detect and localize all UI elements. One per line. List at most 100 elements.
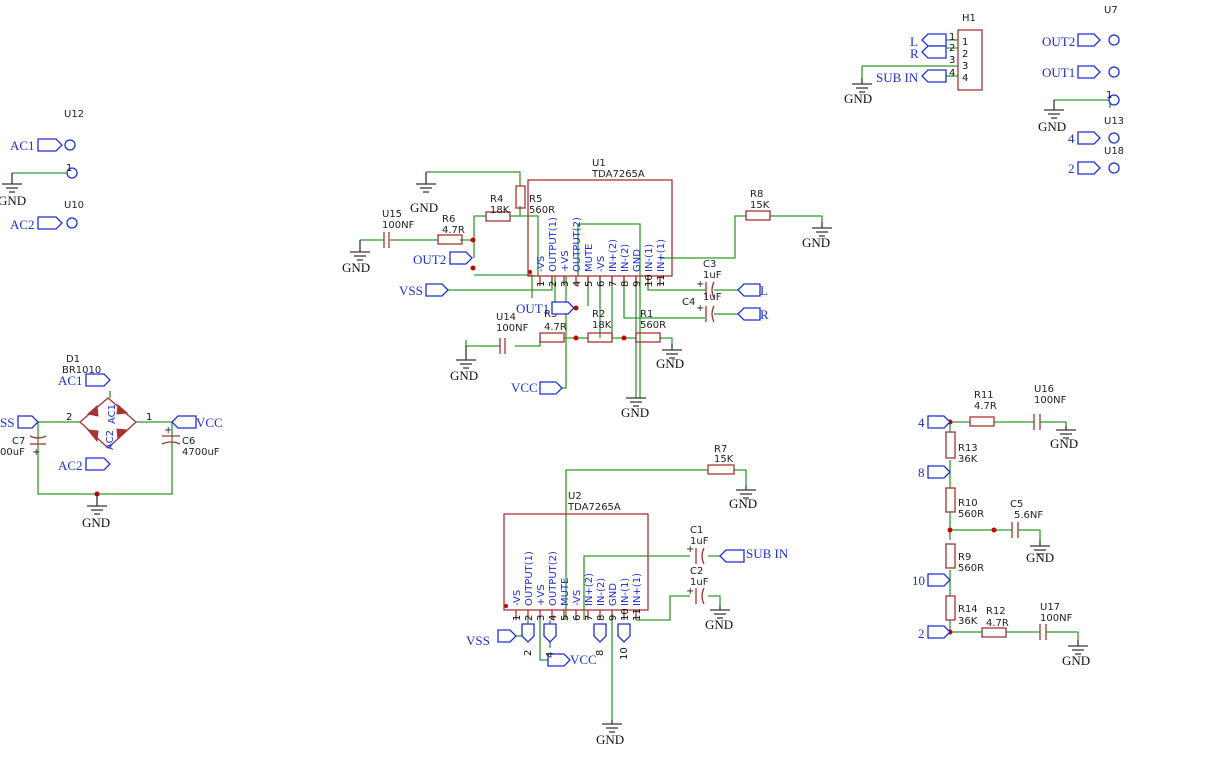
capacitor-u14[interactable]: U14 100NF xyxy=(496,312,529,354)
resistor-r5[interactable]: R5 560R xyxy=(515,185,555,216)
resistor-r4[interactable]: R4 18K xyxy=(485,194,511,222)
resistor-r11[interactable]: R11 4.7R xyxy=(969,390,997,427)
net-4-u13: 4 xyxy=(1068,131,1075,146)
port-vss-left[interactable]: SS xyxy=(0,415,39,430)
bridge-rectifier-d1[interactable]: D1 BR1010 AC1 AC2 2 1 xyxy=(62,354,152,450)
r1-ref: R1 xyxy=(640,309,653,320)
net-ac1-d1: AC1 xyxy=(58,373,83,388)
port-ac2-d1[interactable]: AC2 xyxy=(58,457,111,473)
capacitor-c3[interactable]: + C3 1uF xyxy=(696,259,722,299)
ic-u1[interactable]: U1 TDA7265A -VS1OUTPUT(1)2+VS3OUTPUT(2)4… xyxy=(527,158,673,287)
gnd-u7: GND xyxy=(1038,100,1066,134)
port-out1-u1[interactable]: OUT1 xyxy=(516,301,575,316)
resistor-r13[interactable]: R13 36K xyxy=(945,431,978,465)
net-vcc-d1: VCC xyxy=(196,415,223,430)
port-4-u13[interactable]: 4 U13 xyxy=(1068,116,1124,146)
h1-num-1: 1 xyxy=(949,32,955,43)
u12-ref: U12 xyxy=(64,109,84,120)
u1-pins-pin-num-9: 9 xyxy=(632,281,643,287)
capacitor-c4[interactable]: + C4 1uF xyxy=(682,292,722,323)
port-sub-in-c1[interactable]: SUB IN xyxy=(719,546,789,563)
resistor-r3[interactable]: R3 4.7R xyxy=(539,309,567,343)
port-out2-u1[interactable]: OUT2 xyxy=(413,251,473,267)
capacitor-c7[interactable]: + C7 00uF xyxy=(0,435,47,458)
u14-value: 100NF xyxy=(496,323,529,334)
port-ac1-d1[interactable]: AC1 xyxy=(58,373,111,388)
gnd-label: GND xyxy=(705,617,733,632)
port-vcc-d1[interactable]: VCC xyxy=(171,415,223,430)
gnd-u1: GND xyxy=(621,397,649,420)
u1-pins-pin-name-9: GND xyxy=(632,249,643,272)
resistor-r12[interactable]: R12 4.7R xyxy=(981,606,1009,638)
u1-pins-pin-name-2: OUTPUT(1) xyxy=(548,217,559,272)
port-out2-u7[interactable]: OUT2 U7 xyxy=(1042,5,1120,49)
capacitor-u16[interactable]: U16 100NF xyxy=(1033,384,1067,430)
gnd-r7: GND xyxy=(729,486,757,511)
ic-u2[interactable]: U2 TDA7265A -VS1OUTPUT(1)2+VS3OUTPUT(2)4… xyxy=(503,491,649,621)
c6-plus: + xyxy=(164,425,172,436)
port-vss-u1[interactable]: VSS xyxy=(399,283,449,298)
port-ac2-u10[interactable]: AC2 U10 xyxy=(10,200,84,232)
net-l-h1: L xyxy=(910,34,918,49)
r6-value: 4.7R xyxy=(442,225,465,236)
port-vss-u2[interactable]: VSS xyxy=(466,629,517,648)
c2-ref: C2 xyxy=(690,566,703,577)
port-u12-pin1[interactable]: 1 xyxy=(66,163,78,179)
resistor-r1[interactable]: R1 560R xyxy=(635,309,666,343)
port-4-right[interactable]: 4 xyxy=(918,415,951,430)
capacitor-c6[interactable]: + C6 4700uF xyxy=(161,425,220,458)
port-l-h1[interactable]: L xyxy=(910,33,947,49)
capacitor-u17[interactable]: U17 100NF xyxy=(1039,602,1073,640)
port-l[interactable]: L xyxy=(737,283,768,298)
resistor-r8[interactable]: R8 15K xyxy=(745,189,771,221)
resistor-r6[interactable]: R6 4.7R xyxy=(437,214,465,245)
u1-pin-group: -VS1OUTPUT(1)2+VS3OUTPUT(2)4MUTE5-VS6IN+… xyxy=(536,217,667,287)
capacitor-c5[interactable]: C5 5.6NF xyxy=(1010,499,1043,538)
port-out1-u7[interactable]: OUT1 xyxy=(1042,65,1120,80)
port-u2-pin4[interactable]: 4 xyxy=(543,623,557,658)
u2-value: TDA7265A xyxy=(567,502,621,513)
resistor-r7[interactable]: R7 15K xyxy=(707,444,735,475)
u2-pins-pin-num-9: 9 xyxy=(608,615,619,621)
port-r[interactable]: R xyxy=(737,307,769,322)
port-ac1-u12[interactable]: AC1 U12 xyxy=(10,109,84,153)
gnd-label: GND xyxy=(1050,436,1078,451)
gnd-label: GND xyxy=(1026,550,1054,565)
u1-ref: U1 xyxy=(592,158,606,169)
resistor-r2[interactable]: R2 18K xyxy=(587,309,613,343)
r9-ref: R9 xyxy=(958,552,971,563)
port-u7-pin1[interactable]: 1 xyxy=(1106,90,1120,106)
port-2-u18[interactable]: 2 U18 xyxy=(1068,146,1124,176)
u16-ref: U16 xyxy=(1034,384,1054,395)
resistor-r10[interactable]: R10 560R xyxy=(945,487,984,520)
u2-pins-pin-name-6: -VS xyxy=(572,590,583,606)
capacitor-c2[interactable]: + C2 1uF xyxy=(686,566,709,605)
port-r-h1[interactable]: R xyxy=(910,45,947,61)
u2-pins-pin-name-11: IN+(1) xyxy=(632,573,643,606)
port-u2-pin2[interactable]: 2 xyxy=(521,623,535,656)
resistor-r14[interactable]: R14 36K xyxy=(945,595,978,627)
gnd-label: GND xyxy=(0,193,26,208)
port-sub-in-h1[interactable]: SUB IN xyxy=(876,69,947,85)
gnd-c2: GND xyxy=(705,606,733,632)
capacitor-u15[interactable]: U15 100NF xyxy=(382,209,415,248)
port-2-right[interactable]: 2 xyxy=(918,625,951,641)
port-10-right[interactable]: 10 xyxy=(912,573,951,588)
port-u2-pin8[interactable]: 8 xyxy=(593,623,607,656)
port-vcc-u1[interactable]: VCC xyxy=(511,380,563,395)
capacitor-c1[interactable]: + C1 1uF xyxy=(686,525,709,565)
port-u2-pin10[interactable]: 10 xyxy=(617,623,631,660)
junctions xyxy=(94,237,997,635)
net-vss-u2: VSS xyxy=(466,633,490,648)
gnd-u15: GND xyxy=(342,240,370,275)
port-8-right[interactable]: 8 xyxy=(918,465,951,480)
r13-ref: R13 xyxy=(958,443,978,454)
u1-pins-pin-num-6: 6 xyxy=(596,281,607,287)
resistors: R1 560R R2 18K R3 4.7R R4 18K R5 560R R6… xyxy=(437,185,1009,638)
d1-value: BR1010 xyxy=(62,365,101,376)
u14-ref: U14 xyxy=(496,312,516,323)
connector-h1[interactable]: H1 1 2 3 4 1 2 3 4 xyxy=(949,13,983,91)
c7-value: 00uF xyxy=(0,447,25,458)
port-vcc-u2[interactable]: VCC xyxy=(547,652,597,667)
resistor-r9[interactable]: R9 560R xyxy=(945,543,984,574)
